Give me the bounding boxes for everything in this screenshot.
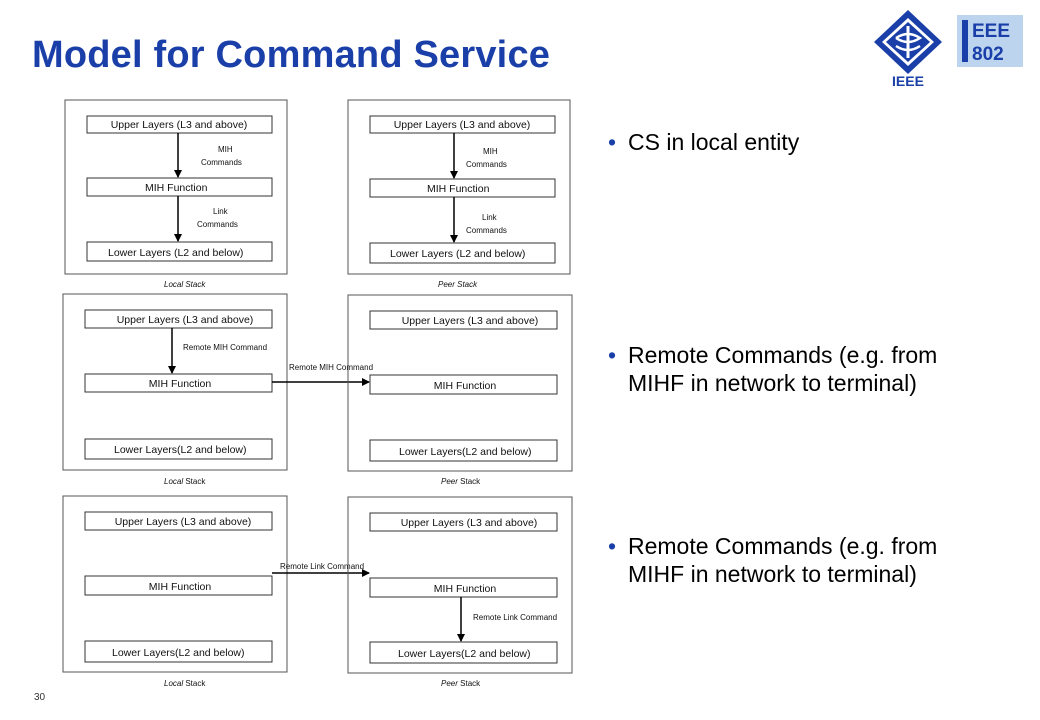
bullet-item: • Remote Commands (e.g. from MIHF in net… — [608, 532, 968, 588]
link-commands-label-1: Link — [213, 207, 229, 216]
bullet-item: • Remote Commands (e.g. from MIHF in net… — [608, 341, 968, 397]
bullet-item: • CS in local entity — [608, 128, 968, 156]
upper-layers-label: Upper Layers (L3 and above) — [401, 517, 538, 529]
lower-layers-box — [369, 439, 558, 462]
mih-function-label: MIH Function — [427, 183, 490, 195]
upper-layers-label: Upper Layers (L3 and above) — [115, 516, 252, 528]
stack-caption: Local Stack — [164, 280, 206, 289]
caption-rest: Stack — [183, 679, 206, 688]
ieee-802-logo-top: EEE — [972, 21, 1010, 42]
stack-caption: Peer Stack — [441, 679, 481, 688]
upper-layers-box — [84, 309, 273, 329]
lower-layers-label: Lower Layers(L2 and below) — [114, 444, 247, 456]
upper-layers-box — [369, 115, 556, 134]
diagram-1-peer-stack: Upper Layers (L3 and above) MIH Commands… — [347, 99, 571, 289]
mih-function-box — [369, 577, 558, 598]
upper-layers-box — [86, 115, 273, 134]
lower-layers-box — [369, 242, 556, 264]
cross-stack-label: Remote MIH Command — [289, 363, 373, 372]
ieee-logo-text: IEEE — [892, 73, 924, 88]
stack-frame — [347, 496, 573, 674]
caption-rest: Stack — [183, 477, 206, 486]
lower-layers-box — [369, 641, 558, 664]
slide-title: Model for Command Service — [32, 34, 551, 76]
bullet-text: CS in local entity — [628, 129, 800, 155]
upper-layers-label: Upper Layers (L3 and above) — [111, 119, 248, 131]
remote-link-command-label: Remote Link Command — [473, 613, 557, 622]
mih-commands-label-1: MIH — [218, 145, 233, 154]
mih-function-box — [84, 373, 273, 393]
ieee-802-logo: EEE 802 — [957, 15, 1023, 67]
lower-layers-label: Lower Layers (L2 and below) — [390, 248, 525, 260]
mih-function-box — [86, 177, 273, 197]
stack-frame — [347, 294, 573, 472]
mih-function-label: MIH Function — [434, 380, 497, 392]
upper-layers-box — [369, 310, 558, 330]
lower-layers-box — [86, 241, 273, 262]
bullet-dot: • — [608, 533, 617, 559]
mih-function-label: MIH Function — [434, 583, 497, 595]
diagram-1-local-stack: Upper Layers (L3 and above) MIH Commands… — [64, 99, 288, 289]
mih-function-label: MIH Function — [149, 378, 212, 390]
lower-layers-label: Lower Layers(L2 and below) — [112, 647, 245, 659]
ieee-logo: IEEE — [874, 10, 942, 88]
upper-layers-label: Upper Layers (L3 and above) — [402, 315, 539, 327]
remote-mih-command-label: Remote MIH Command — [183, 343, 267, 352]
bullet-text: Remote Commands (e.g. from MIHF in netwo… — [628, 342, 938, 396]
stack-caption: Peer Stack — [441, 477, 481, 486]
upper-layers-box — [369, 512, 558, 532]
diagram-3-peer-stack: Upper Layers (L3 and above) MIH Function… — [347, 496, 573, 688]
stack-frame — [64, 99, 288, 275]
caption-rest: Stack — [458, 679, 481, 688]
ieee-802-logo-bottom: 802 — [972, 44, 1004, 65]
lower-layers-label: Lower Layers(L2 and below) — [399, 446, 532, 458]
upper-layers-box — [84, 511, 273, 531]
mih-commands-label-2: Commands — [466, 160, 507, 169]
stack-caption: Local Stack — [164, 679, 206, 688]
diagram-2-local-stack: Upper Layers (L3 and above) Remote MIH C… — [62, 293, 288, 486]
caption-rest: Stack — [458, 477, 481, 486]
mih-function-label: MIH Function — [149, 581, 212, 593]
mih-commands-label-2: Commands — [201, 158, 242, 167]
caption-italic: Peer — [441, 679, 458, 688]
lower-layers-box — [84, 438, 273, 460]
diagram-3-local-stack: Upper Layers (L3 and above) MIH Function… — [62, 495, 288, 688]
caption-italic: Local — [164, 679, 183, 688]
lower-layers-label: Lower Layers(L2 and below) — [398, 648, 531, 660]
mih-function-box — [369, 374, 558, 395]
lower-layers-label: Lower Layers (L2 and below) — [108, 247, 243, 259]
cross-stack-label: Remote Link Command — [280, 562, 364, 571]
bullet-dot: • — [608, 129, 617, 155]
stack-caption: Peer Stack — [438, 280, 478, 289]
caption-italic: Peer — [441, 477, 458, 486]
upper-layers-label: Upper Layers (L3 and above) — [394, 119, 531, 131]
link-commands-label-1: Link — [482, 213, 498, 222]
upper-layers-label: Upper Layers (L3 and above) — [117, 314, 254, 326]
mih-function-box — [84, 575, 273, 596]
bullet-dot: • — [608, 342, 617, 368]
stack-frame — [62, 495, 288, 673]
mih-commands-label-1: MIH — [483, 147, 498, 156]
caption-italic: Local — [164, 477, 183, 486]
bullet-text: Remote Commands (e.g. from MIHF in netwo… — [628, 533, 938, 587]
link-commands-label-2: Commands — [197, 220, 238, 229]
mih-function-box — [369, 178, 556, 198]
stack-frame — [347, 99, 571, 275]
mih-function-label: MIH Function — [145, 182, 208, 194]
stack-caption: Local Stack — [164, 477, 206, 486]
lower-layers-box — [84, 640, 273, 663]
diagram-2-peer-stack: Upper Layers (L3 and above) MIH Function… — [347, 294, 573, 486]
link-commands-label-2: Commands — [466, 226, 507, 235]
page-number: 30 — [34, 692, 46, 703]
